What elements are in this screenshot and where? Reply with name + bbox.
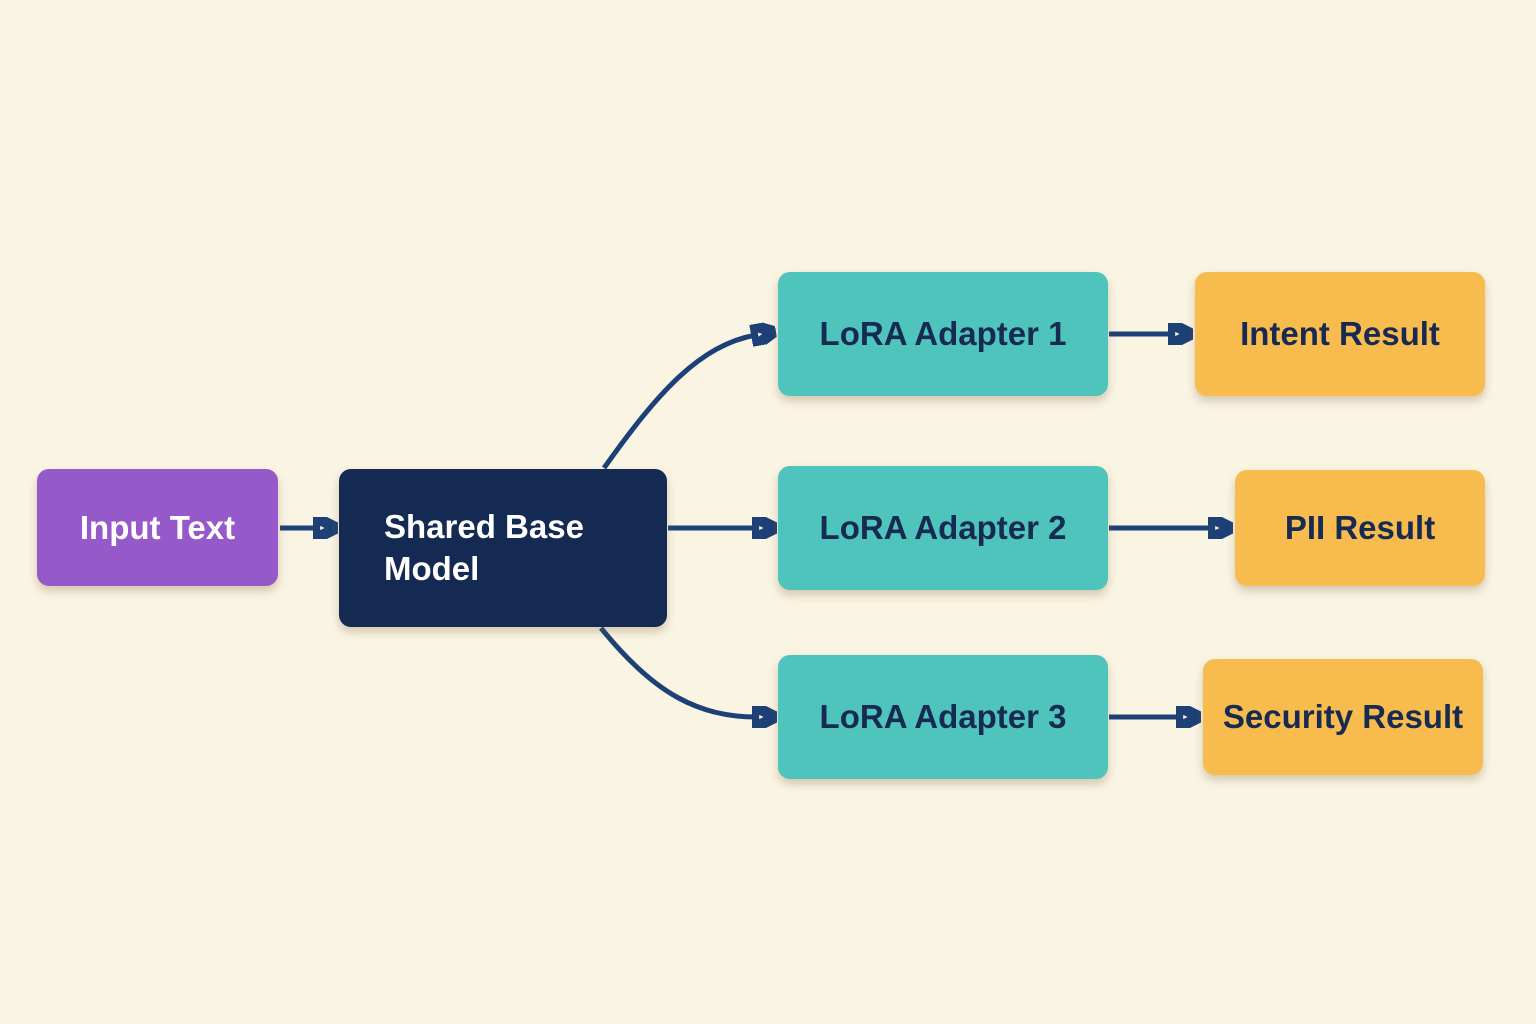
- edge-base-to-adapter3: [599, 626, 757, 717]
- edge-base-to-adapter1: [601, 335, 756, 470]
- node-input-text: Input Text: [37, 469, 278, 586]
- node-intent-result-label: Intent Result: [1240, 315, 1440, 353]
- node-lora-adapter-3: LoRA Adapter 3: [778, 655, 1108, 779]
- node-intent-result: Intent Result: [1195, 272, 1485, 396]
- node-lora-adapter-2: LoRA Adapter 2: [778, 466, 1108, 590]
- node-pii-result-label: PII Result: [1284, 509, 1436, 547]
- node-lora-adapter-3-label: LoRA Adapter 3: [819, 698, 1067, 736]
- node-pii-result: PII Result: [1235, 470, 1485, 586]
- node-security-result: Security Result: [1203, 659, 1483, 775]
- node-input-text-label: Input Text: [79, 508, 236, 546]
- node-shared-base-model: Shared Base Model: [339, 469, 667, 627]
- node-lora-adapter-1: LoRA Adapter 1: [778, 272, 1108, 396]
- node-lora-adapter-1-label: LoRA Adapter 1: [819, 315, 1067, 353]
- node-lora-adapter-2-label: LoRA Adapter 2: [819, 509, 1067, 547]
- node-shared-base-model-label: Shared Base Model: [384, 508, 584, 587]
- node-security-result-label: Security Result: [1222, 698, 1464, 736]
